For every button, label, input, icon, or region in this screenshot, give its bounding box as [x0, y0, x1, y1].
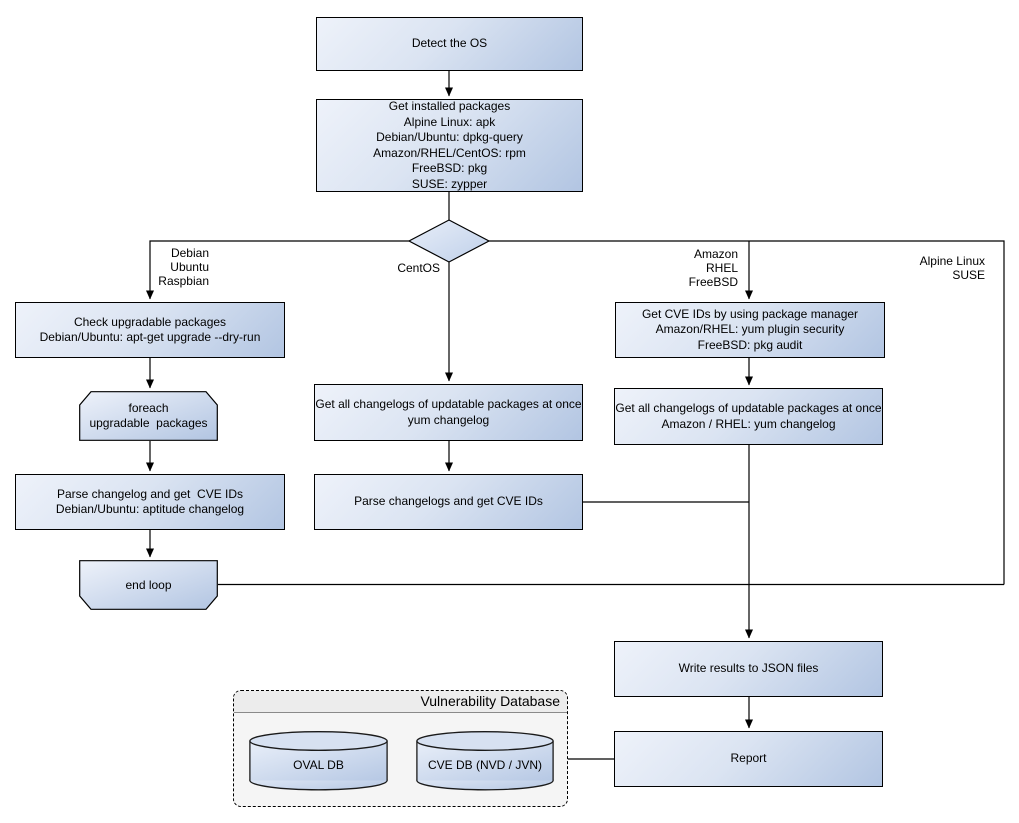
node-detect-os: Detect the OS [316, 17, 583, 71]
node-get-cve-ids-amazon-label: Get CVE IDs by using package manager Ama… [641, 306, 859, 352]
foreach-loop-shape [79, 391, 218, 441]
node-parse-changelog-debian-label: Parse changelog and get CVE IDs Debian/U… [55, 486, 245, 517]
node-get-changelogs-centos: Get all changelogs of updatable packages… [314, 384, 583, 441]
node-get-changelogs-centos-label: Get all changelogs of updatable packages… [315, 397, 582, 427]
cve-db-cylinder: CVE DB (NVD / JVN) [416, 731, 554, 791]
node-get-installed-packages: Get installed packages Alpine Linux: apk… [316, 99, 583, 192]
database-cylinder-icon [249, 731, 388, 791]
branch-label-centos: CentOS [397, 261, 440, 275]
branch-label-alpine: Alpine Linux SUSE [919, 254, 985, 282]
node-check-upgradable-label: Check upgradable packages Debian/Ubuntu:… [39, 314, 261, 345]
connector-decision-right-rail [489, 240, 1005, 585]
branch-label-amazon: Amazon RHEL FreeBSD [688, 247, 738, 289]
node-parse-changelogs-centos-label: Parse changelogs and get CVE IDs [354, 494, 543, 509]
node-write-results: Write results to JSON files [614, 641, 883, 697]
node-report: Report [614, 731, 883, 787]
node-write-results-label: Write results to JSON files [678, 661, 819, 676]
cve-db-label: CVE DB (NVD / JVN) [427, 758, 542, 772]
node-foreach-loop-label: foreach upgradable packages [89, 401, 208, 430]
vulnerability-database-title: Vulnerability Database [234, 691, 567, 713]
node-get-changelogs-amazon-label: Get all changelogs of updatable packages… [615, 401, 882, 431]
node-end-loop: end loop [79, 560, 218, 610]
node-get-changelogs-amazon: Get all changelogs of updatable packages… [614, 388, 883, 445]
node-check-upgradable: Check upgradable packages Debian/Ubuntu:… [15, 302, 285, 358]
oval-db-label: OVAL DB [293, 758, 344, 772]
node-get-cve-ids-amazon: Get CVE IDs by using package manager Ama… [615, 302, 885, 358]
node-detect-os-label: Detect the OS [411, 36, 488, 51]
branch-label-debian: Debian Ubuntu Raspbian [158, 246, 209, 288]
node-end-loop-label: end loop [125, 577, 172, 592]
os-decision-diamond [407, 219, 491, 263]
node-parse-changelogs-centos: Parse changelogs and get CVE IDs [314, 474, 583, 530]
database-cylinder-icon [416, 731, 554, 791]
node-parse-changelog-debian: Parse changelog and get CVE IDs Debian/U… [15, 474, 285, 530]
node-foreach-loop: foreach upgradable packages [79, 391, 218, 441]
node-report-label: Report [730, 751, 767, 766]
end-loop-shape [79, 560, 218, 610]
oval-db-cylinder: OVAL DB [249, 731, 388, 791]
connector-decision-to-debian [146, 240, 409, 300]
node-get-installed-packages-label: Get installed packages Alpine Linux: apk… [373, 99, 526, 191]
vulnerability-database-panel: Vulnerability Database OVAL DB [233, 690, 568, 807]
